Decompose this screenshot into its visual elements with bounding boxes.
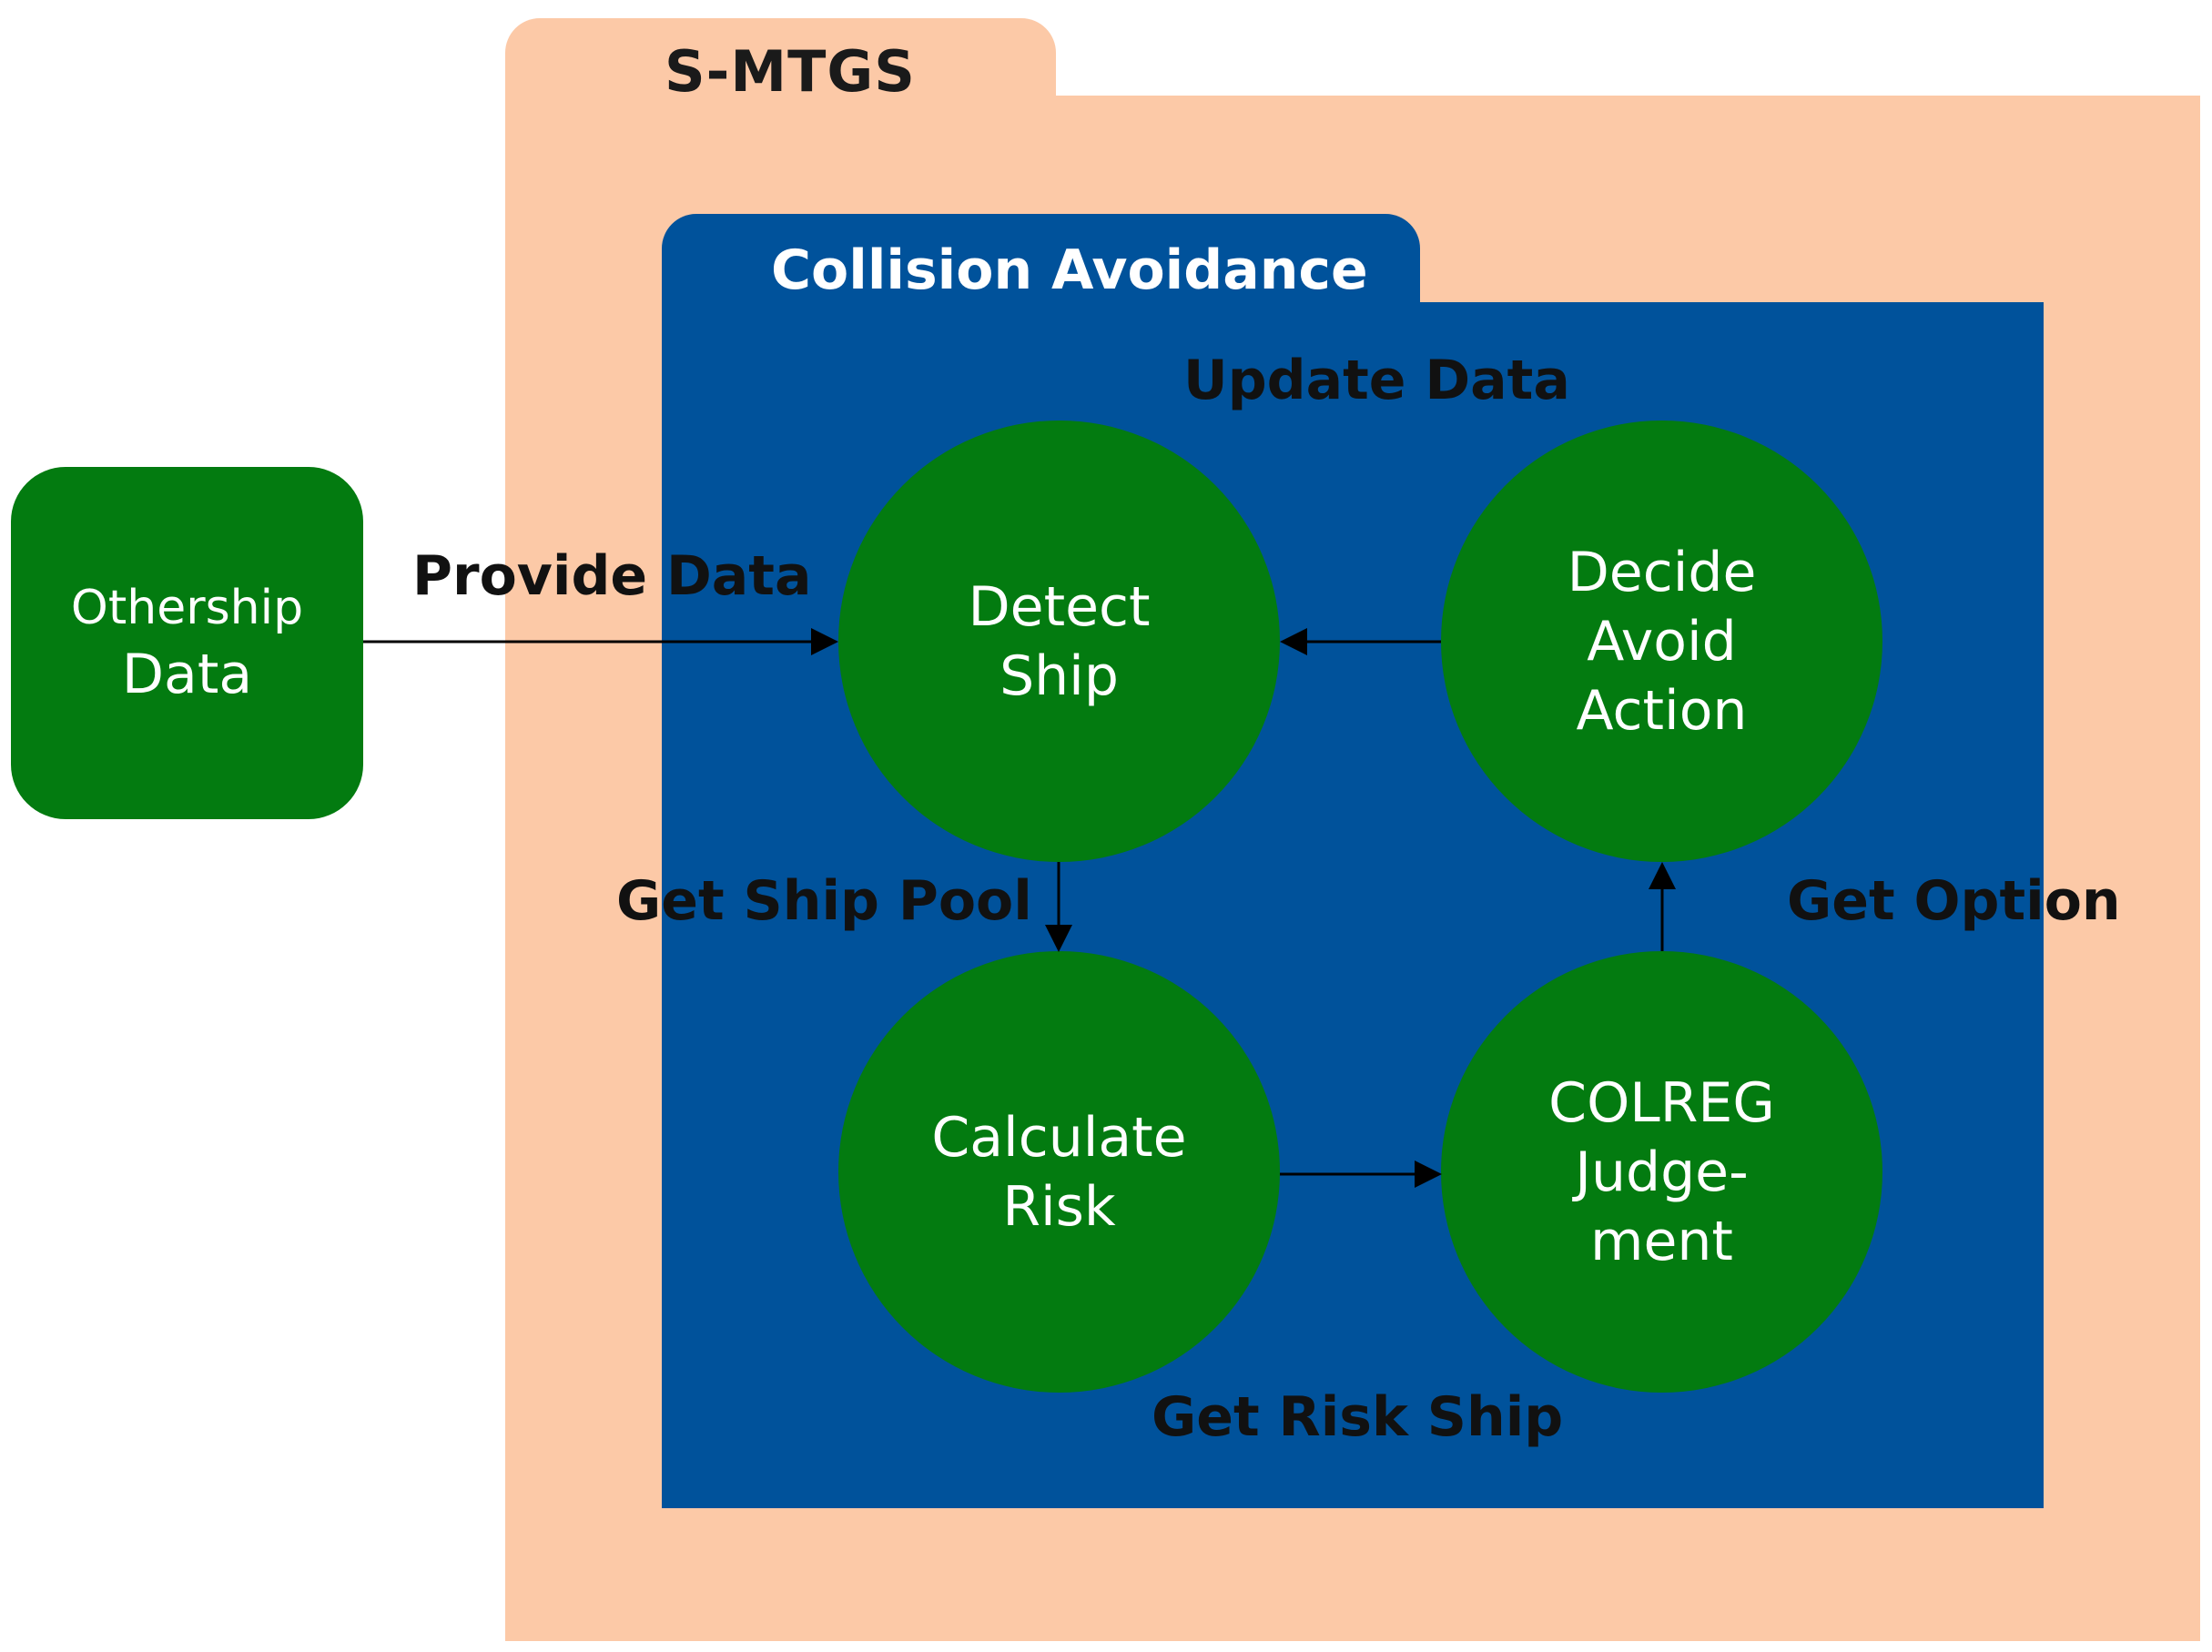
colreg-line-3: ment (1590, 1209, 1733, 1273)
provide-data-label: Provide Data (412, 544, 812, 608)
collision-avoidance-package-tab (662, 214, 1420, 314)
collision-avoidance-title: Collision Avoidance (771, 238, 1368, 302)
colreg-line-2: Judge- (1575, 1140, 1749, 1204)
othership-data-label: Data (121, 643, 253, 706)
s-mtgs-title: S-MTGS (665, 38, 916, 105)
calculate-risk-process: Calculate Risk (838, 951, 1280, 1393)
decide-avoid-action-process: Decide Avoid Action (1441, 421, 1882, 862)
decide-line-2: Avoid (1587, 609, 1737, 674)
get-ship-pool-label: Get Ship Pool (616, 869, 1032, 933)
calculate-line-2: Risk (1002, 1174, 1116, 1239)
detect-ship-line-2: Ship (999, 644, 1119, 708)
decide-line-3: Action (1576, 678, 1748, 743)
colreg-line-1: COLREG (1548, 1070, 1775, 1135)
decide-line-1: Decide (1567, 540, 1757, 604)
detect-ship-process: Detect Ship (838, 421, 1280, 862)
get-option-label: Get Option (1787, 869, 2121, 933)
othership-data-box: Othership Data (11, 467, 363, 819)
detect-ship-line-1: Detect (968, 574, 1151, 639)
update-data-label: Update Data (1183, 349, 1570, 412)
get-risk-ship-label: Get Risk Ship (1152, 1385, 1564, 1449)
othership-label: Othership (70, 581, 304, 635)
colreg-judgement-process: COLREG Judge- ment (1441, 951, 1882, 1393)
calculate-line-1: Calculate (931, 1105, 1187, 1170)
